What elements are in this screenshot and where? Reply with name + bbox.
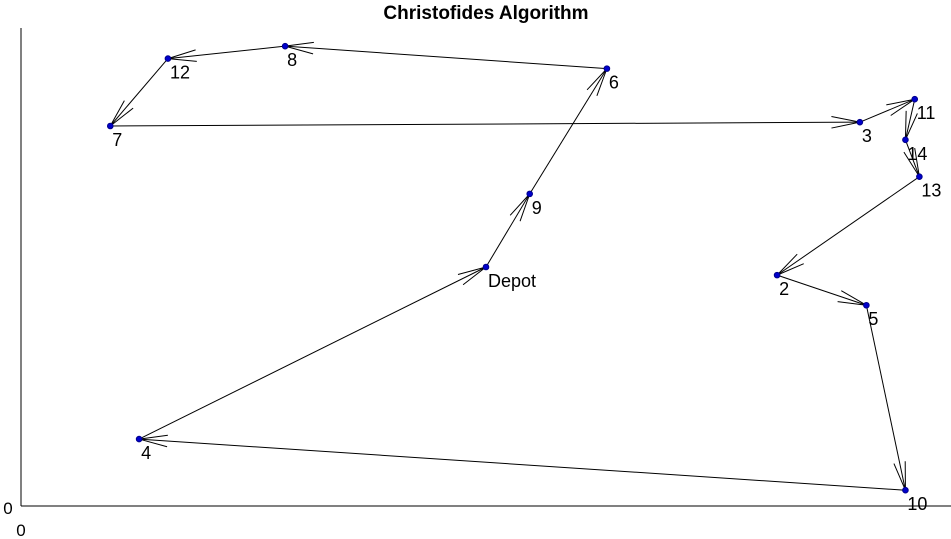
- node-point: [856, 118, 864, 126]
- node-label: 3: [862, 126, 872, 146]
- node-label: 2: [779, 279, 789, 299]
- route-edge: [485, 193, 531, 268]
- route-edge: [139, 438, 906, 491]
- route-edge: [167, 45, 286, 60]
- node-point: [911, 95, 919, 103]
- route-edge: [285, 45, 607, 70]
- node-labels: Depot 2 3 4 5 6 7 8 9 10 11 12 13 14: [112, 50, 941, 514]
- arrow-head: [893, 461, 906, 491]
- node-label: 5: [868, 309, 878, 329]
- route-edge: [110, 121, 860, 127]
- node-point: [164, 55, 172, 62]
- x-tick-label: 0: [16, 521, 25, 539]
- node-point: [863, 301, 870, 309]
- node-point: [773, 271, 781, 279]
- node-label: 14: [907, 144, 927, 164]
- node-point: [526, 190, 534, 198]
- route-edge: [904, 99, 916, 140]
- node-point: [135, 435, 143, 443]
- arrow-head: [837, 290, 867, 306]
- route-edge: [865, 305, 906, 491]
- node-label: 7: [112, 130, 122, 150]
- route-edge: [904, 139, 920, 177]
- node-point: [902, 136, 909, 144]
- node-label: 4: [141, 443, 151, 463]
- route-edge: [776, 176, 920, 276]
- route-edge: [859, 98, 915, 123]
- node-label: Depot: [488, 271, 536, 291]
- node-point: [916, 173, 923, 180]
- node-label: 8: [287, 50, 297, 70]
- node-label: 10: [907, 494, 927, 514]
- route-edge: [138, 266, 487, 440]
- y-tick-label: 0: [3, 499, 12, 518]
- node-point: [482, 263, 490, 271]
- arrow-head: [457, 266, 487, 286]
- node-point: [902, 486, 909, 494]
- node-point: [603, 65, 611, 72]
- node-point: [281, 42, 289, 50]
- arrow-head: [886, 98, 916, 116]
- node-label: 6: [609, 73, 619, 93]
- node-label: 12: [170, 63, 190, 83]
- route-edge: [776, 274, 867, 306]
- node-label: 9: [532, 198, 542, 218]
- route-edge: [529, 68, 608, 195]
- route-edges: [109, 41, 920, 491]
- chart-title: Christofides Algorithm: [383, 3, 588, 24]
- route-nodes: [106, 42, 923, 494]
- node-label: 11: [917, 103, 936, 123]
- route-edge: [109, 58, 169, 127]
- node-point: [106, 122, 114, 130]
- node-label: 13: [921, 181, 941, 201]
